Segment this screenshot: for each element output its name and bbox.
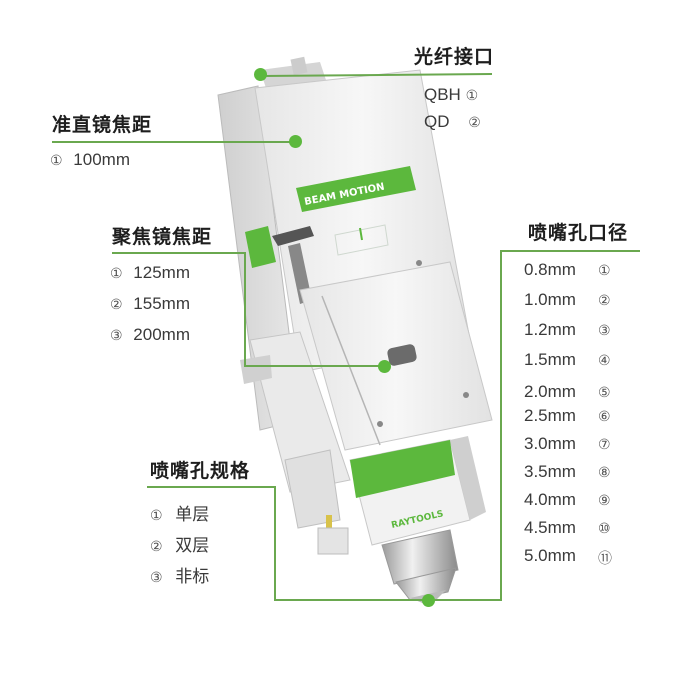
focus-leader-line-bottom xyxy=(244,365,384,367)
nozzle-diameter-leader-top xyxy=(500,250,640,252)
option-number: ② xyxy=(150,538,163,554)
focus-option-2: ② 155mm xyxy=(110,294,190,314)
nozzle-spec-option-2: ② 双层 xyxy=(150,531,209,556)
fiber-interface-title: 光纤接口 xyxy=(414,46,495,68)
nozzle-spec-leader-bottom xyxy=(274,599,502,601)
nozzle-spec-title: 喷嘴孔规格 xyxy=(150,460,251,482)
option-label: 双层 xyxy=(175,536,210,555)
focus-option-1: ① 125mm xyxy=(110,263,190,283)
collimator-leader-line xyxy=(52,141,296,143)
nozzle-marker xyxy=(422,594,435,607)
option-number: ① xyxy=(465,87,479,103)
option-label: QBH xyxy=(424,85,461,104)
option-number: ① xyxy=(150,507,163,523)
focus-marker xyxy=(378,360,391,373)
focus-leader-line-vertical xyxy=(244,252,246,366)
option-label: QD xyxy=(424,112,450,131)
head-body: BEAM MOTION RAYTOOLS xyxy=(217,56,493,606)
fiber-option-qbh: QBH ① xyxy=(424,85,478,105)
nozzle-spec-leader-top xyxy=(147,486,275,488)
option-number: ① xyxy=(110,265,123,281)
nozzle-diameter-title: 喷嘴孔口径 xyxy=(528,222,629,244)
collimator-marker xyxy=(289,135,302,148)
nozzle-spec-option-1: ① 单层 xyxy=(150,500,209,525)
focus-option-3: ③ 200mm xyxy=(110,325,190,345)
option-label: 单层 xyxy=(175,505,210,524)
option-number: ② xyxy=(110,296,123,312)
collimator-focal-title: 准直镜焦距 xyxy=(52,114,153,136)
option-label: 200mm xyxy=(133,325,190,344)
option-label: 非标 xyxy=(175,567,210,586)
option-label: 155mm xyxy=(133,294,190,313)
option-label: 125mm xyxy=(133,263,190,282)
option-label: 100mm xyxy=(73,150,130,169)
focus-leader-line-top xyxy=(112,252,246,254)
fiber-option-qd: QD ② xyxy=(424,112,481,132)
nozzle-diameter-leader-vertical xyxy=(500,250,502,600)
option-number: ② xyxy=(468,114,481,130)
fiber-interface-marker xyxy=(254,68,267,81)
nozzle-spec-leader-vertical xyxy=(274,486,276,600)
collimator-option-1: ① 100mm xyxy=(50,150,130,170)
focus-focal-title: 聚焦镜焦距 xyxy=(112,226,213,248)
option-number: ③ xyxy=(110,327,123,343)
option-number: ① xyxy=(50,152,63,168)
nozzle-spec-option-3: ③ 非标 xyxy=(150,562,209,587)
option-number: ③ xyxy=(150,569,163,585)
